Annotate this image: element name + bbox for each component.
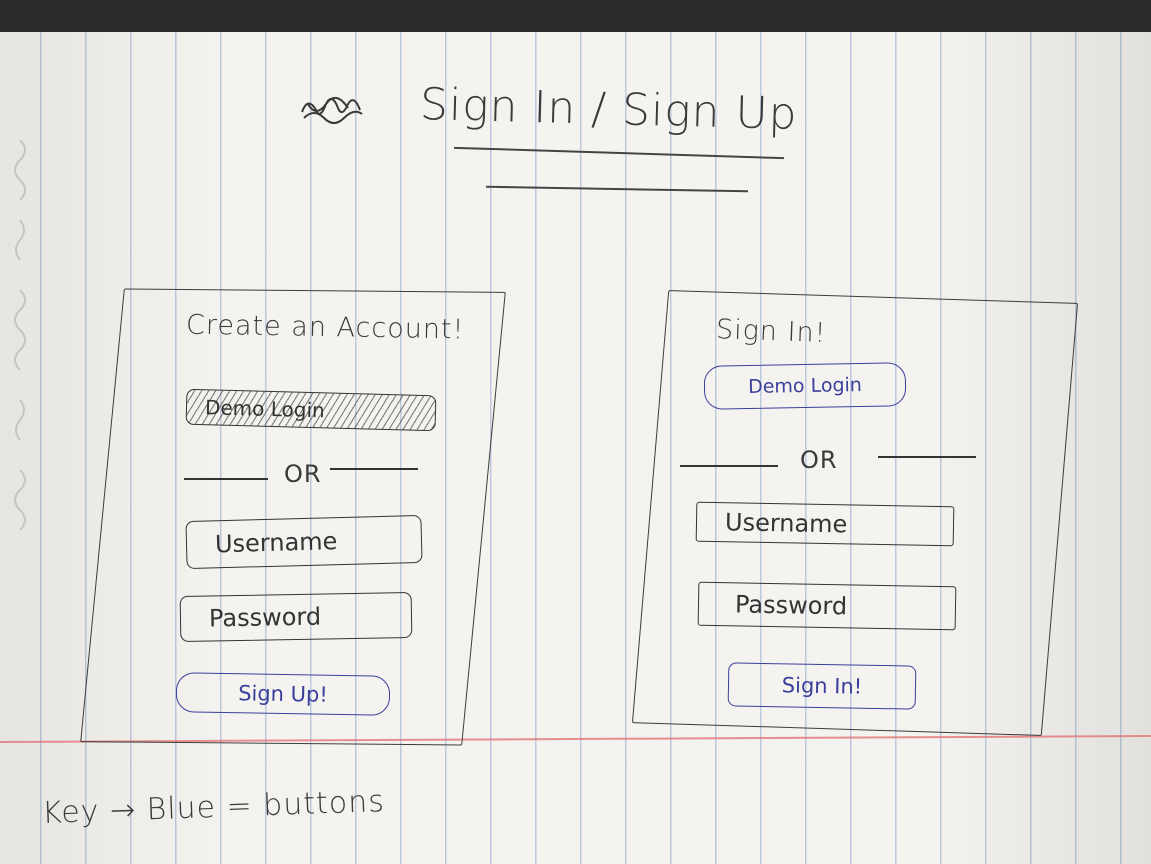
sign-in-demo-login-button[interactable]: Demo Login (703, 362, 907, 410)
sign-in-username-field[interactable]: Username (695, 501, 955, 547)
sign-in-username-placeholder: Username (724, 508, 848, 539)
sign-up-heading: Create an Account! (185, 309, 465, 346)
sign-up-submit-button[interactable]: Sign Up! (175, 672, 391, 716)
sign-up-password-placeholder: Password (208, 602, 322, 633)
sign-up-demo-login-button[interactable]: Demo Login (185, 388, 437, 432)
sign-in-password-placeholder: Password (734, 590, 848, 621)
sign-up-demo-login-label: Demo Login (204, 395, 326, 423)
show-through-scribble-icon (14, 139, 26, 531)
notebook-paper (0, 32, 1151, 864)
crossed-out-scribble-icon (301, 97, 363, 124)
sign-up-username-field[interactable]: Username (185, 514, 423, 570)
sign-in-or-text: OR (800, 446, 838, 474)
show-through-text (0, 139, 35, 560)
sign-in-heading: Sign In! (715, 314, 827, 349)
sign-up-username-placeholder: Username (214, 527, 338, 559)
sign-in-or-divider-right (878, 456, 976, 458)
page-title: Sign In / Sign Up (419, 79, 799, 140)
sign-up-submit-label: Sign Up! (237, 681, 328, 707)
sign-in-or-divider-left (680, 465, 778, 467)
sign-in-submit-button[interactable]: Sign In! (727, 662, 917, 710)
sign-in-demo-login-label: Demo Login (747, 374, 863, 398)
sign-in-password-field[interactable]: Password (697, 581, 957, 631)
sign-up-or-divider-right (330, 468, 418, 470)
sign-up-or-divider-left (184, 478, 268, 480)
sign-up-or-text: OR (284, 460, 322, 488)
sign-in-submit-label: Sign In! (781, 673, 863, 699)
sign-up-password-field[interactable]: Password (179, 591, 413, 643)
